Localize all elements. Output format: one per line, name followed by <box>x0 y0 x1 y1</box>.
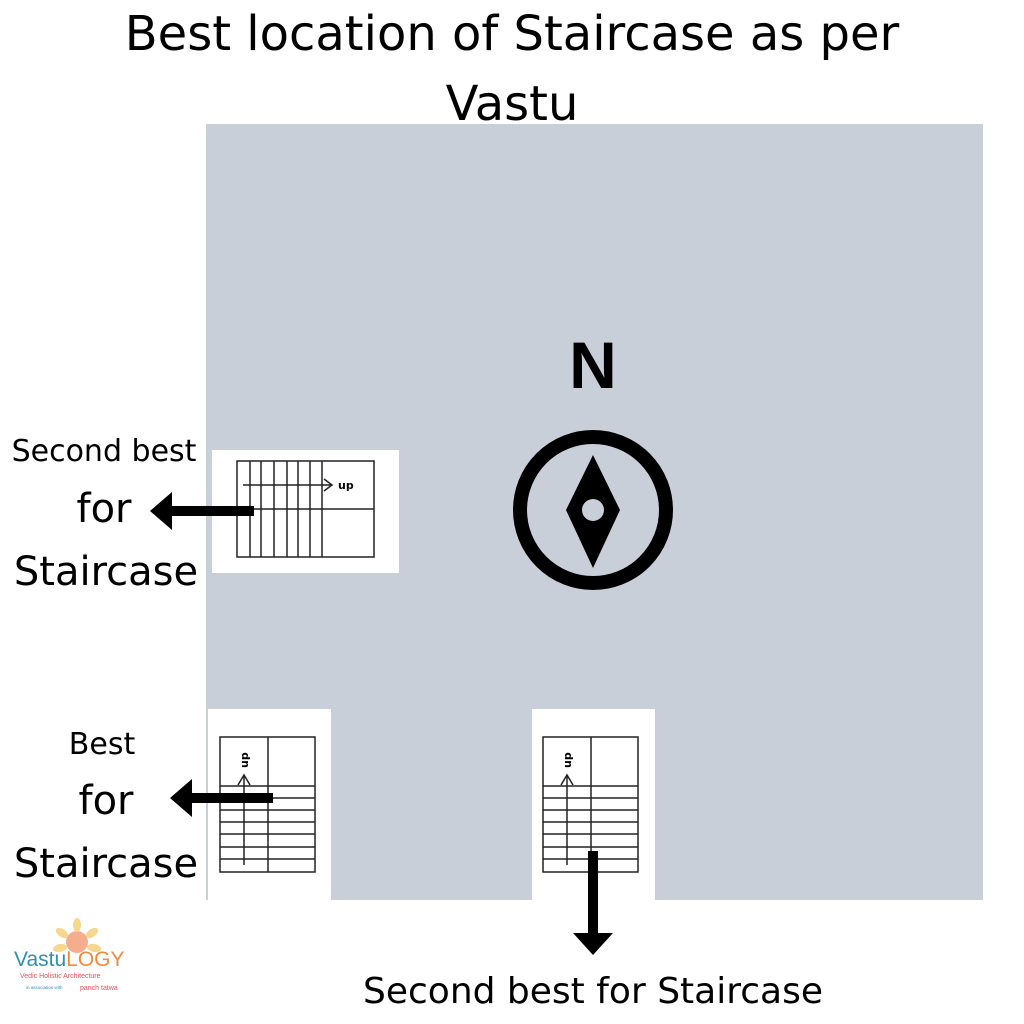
logo-name-a: Vastu <box>14 948 66 971</box>
staircase-west: up <box>212 450 399 573</box>
stair-up-label: up <box>561 752 574 768</box>
north-label: N <box>569 328 617 402</box>
second-best-south-label: Second best for Staircase <box>363 971 823 1012</box>
vastulogy-logo: VastuLOGY Vedic Holistic Architecture in… <box>14 918 125 992</box>
arrow-down-icon <box>573 851 613 955</box>
logo-name-b: LOGY <box>66 948 124 971</box>
logo-partner: panch tatwa <box>80 985 118 992</box>
second-best-west-line2: for <box>77 486 133 532</box>
compass-icon <box>513 430 673 590</box>
logo-assoc: in association with <box>26 985 63 990</box>
stair-up-label: up <box>338 479 354 492</box>
second-best-west-line1: Second best <box>12 434 197 469</box>
title-line-1: Best location of Staircase as per <box>125 6 900 62</box>
arrow-left-icon <box>150 492 254 530</box>
staircase-southwest: up <box>208 709 331 900</box>
title-line-2: Vastu <box>446 76 579 132</box>
best-line1: Best <box>69 727 136 762</box>
best-line2: for <box>79 778 135 824</box>
second-best-west-line3: Staircase <box>14 549 198 595</box>
svg-text:VastuLOGY: VastuLOGY <box>14 948 125 971</box>
logo-tagline: Vedic Holistic Architecture <box>20 973 101 980</box>
stair-up-label: up <box>238 752 251 768</box>
arrow-left-icon <box>170 779 273 817</box>
sun-icon <box>53 918 101 953</box>
best-line3: Staircase <box>14 841 198 887</box>
